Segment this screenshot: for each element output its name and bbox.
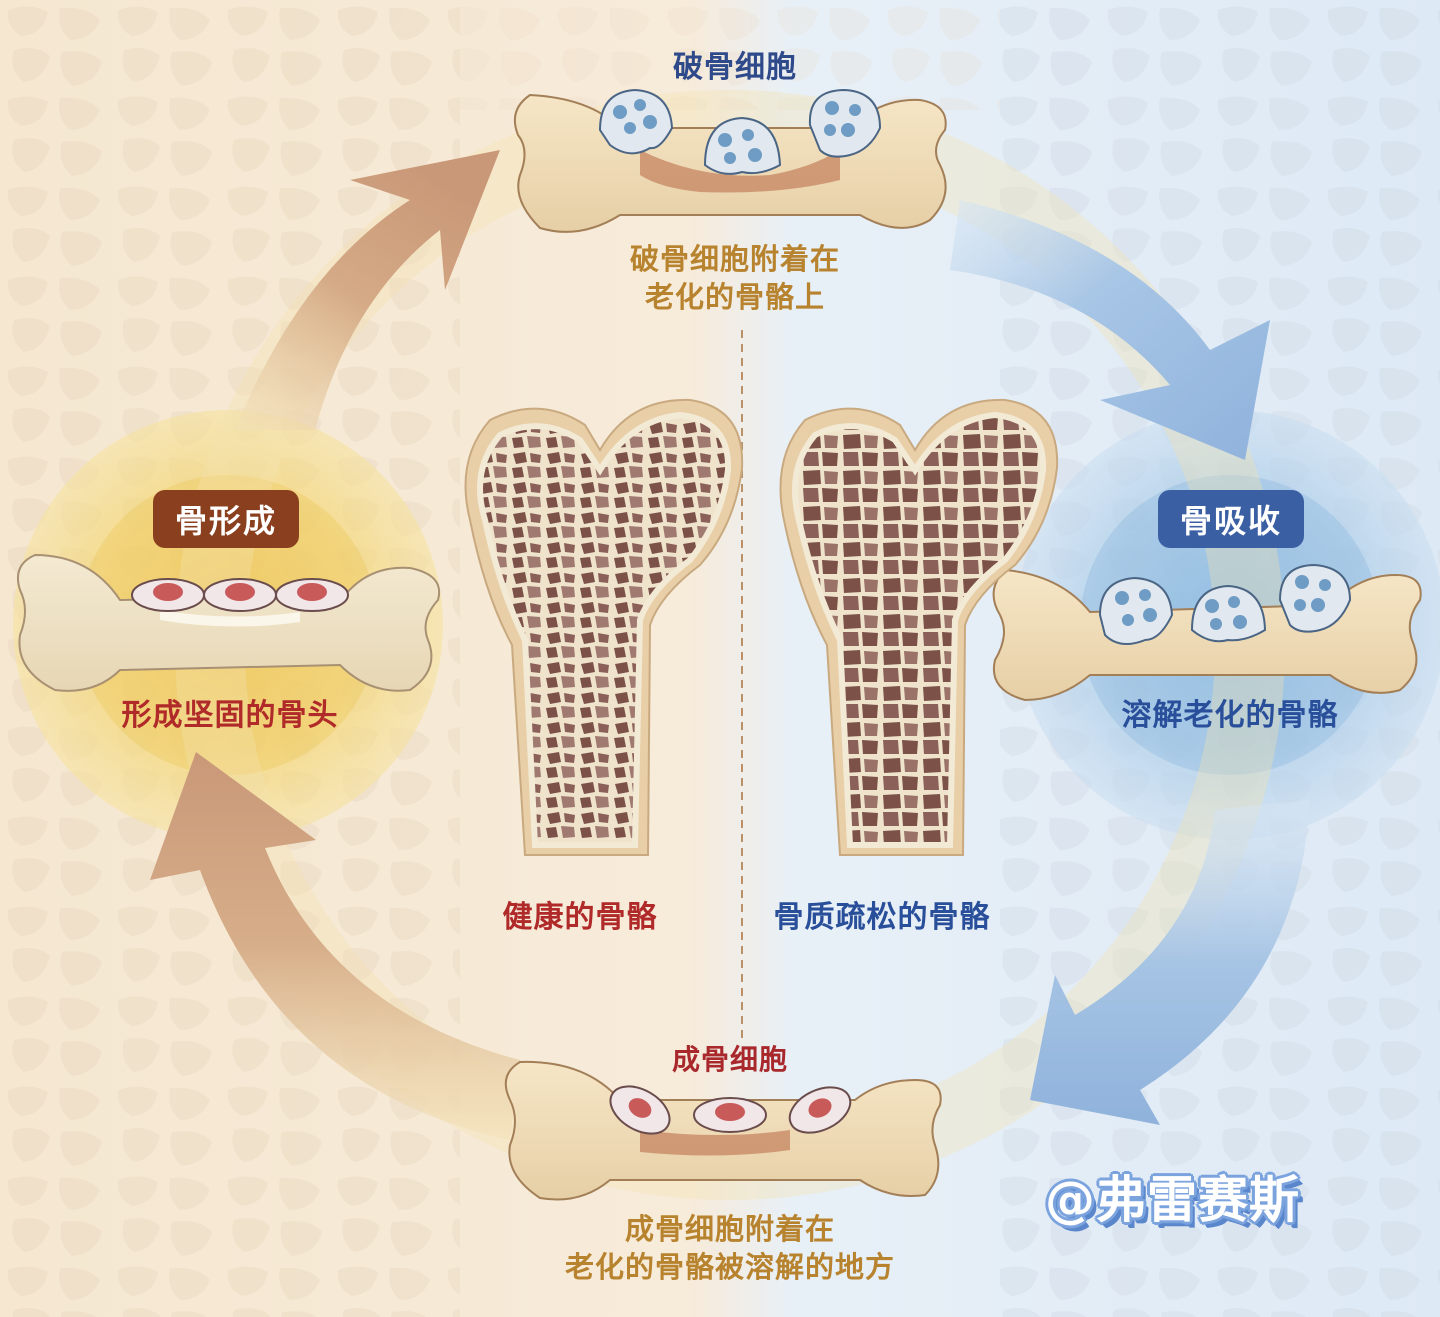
osteoporotic-bone-label: 骨质疏松的骨骼 bbox=[773, 900, 991, 935]
top-caption-line1: 破骨细胞附着在 bbox=[629, 242, 840, 276]
background-mesh-top bbox=[460, 0, 1000, 110]
osteoblast-cell bbox=[131, 578, 205, 612]
healthy-bone-label: 健康的骨骼 bbox=[502, 900, 658, 935]
osteoblast-title: 成骨细胞 bbox=[671, 1043, 788, 1076]
resorption-pit bbox=[640, 1130, 790, 1156]
resorption-pit bbox=[640, 150, 840, 193]
osteoclast-cell bbox=[1278, 563, 1352, 633]
formation-caption: 形成坚固的骨头 bbox=[121, 698, 339, 733]
right-bone-osteoclasts bbox=[992, 563, 1422, 702]
osteoblast-cell bbox=[203, 578, 277, 612]
osteoclast-cell bbox=[1190, 584, 1267, 643]
osteoblast-cell bbox=[788, 1086, 852, 1134]
osteoclast-cell bbox=[598, 88, 674, 155]
bottom-caption-line1: 成骨细胞附着在 bbox=[624, 1212, 835, 1246]
arrow-down-right-icon bbox=[950, 200, 1270, 460]
osteoblast-cell bbox=[609, 1085, 671, 1135]
bone-resorption-badge: 骨吸收 bbox=[1158, 490, 1305, 548]
arrow-up-right-icon bbox=[235, 150, 500, 430]
top-bone-osteoclasts bbox=[514, 88, 947, 233]
new-bone-layer bbox=[160, 610, 300, 627]
left-bone-osteoblasts bbox=[16, 553, 441, 692]
watermark: @弗雷赛斯 bbox=[1045, 1171, 1300, 1229]
top-caption-line2: 老化的骨骼上 bbox=[644, 280, 825, 314]
arrow-up-left-icon bbox=[150, 752, 520, 1140]
bone-formation-badge: 骨形成 bbox=[153, 490, 300, 548]
osteoclast-cell bbox=[1098, 576, 1174, 645]
osteoclast-title: 破骨细胞 bbox=[673, 50, 797, 85]
osteoclast-cell bbox=[703, 116, 782, 175]
arrow-down-left-icon bbox=[1030, 800, 1310, 1125]
resorption-caption: 溶解老化的骨骼 bbox=[1121, 698, 1339, 733]
bottom-bone-osteoblasts bbox=[504, 1060, 942, 1201]
osteoclast-cell bbox=[808, 88, 882, 158]
osteoblast-cell bbox=[275, 578, 349, 612]
osteoblast-cell bbox=[693, 1097, 767, 1133]
bottom-caption-line2: 老化的骨骼被溶解的地方 bbox=[564, 1250, 895, 1284]
